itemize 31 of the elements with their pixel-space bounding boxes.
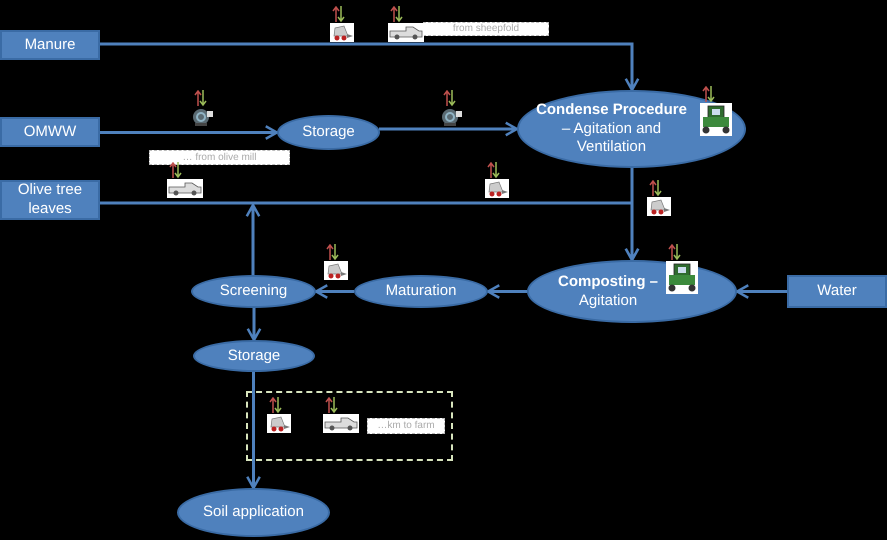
node-label: Condense Procedure – Agitation and Ventilation [535, 100, 688, 158]
process-box [0, 117, 100, 147]
note-box [367, 418, 445, 434]
node-label: …km to farm [377, 421, 435, 431]
process-box [0, 180, 100, 220]
node-label: Manure [24, 36, 76, 54]
node-label: Olive tree leaves [16, 181, 84, 219]
node-label: Screening [220, 282, 288, 301]
arrow [100, 42, 640, 92]
node-label: Storage [302, 123, 355, 142]
node-label: from sheepfold [452, 24, 520, 34]
note-box [423, 22, 549, 36]
arrow [624, 168, 640, 262]
node-label: Soil application [203, 503, 304, 522]
node-label: Water [817, 282, 857, 301]
arrow [486, 284, 527, 299]
node-label: Storage [228, 346, 280, 366]
node-label: … from olive mill [182, 152, 256, 162]
arrow [378, 122, 518, 136]
process-box [787, 275, 887, 308]
arrow [314, 284, 354, 299]
arrow [246, 372, 261, 490]
arrow [736, 284, 787, 299]
node-label: Composting – Agitation [557, 272, 659, 310]
process-box [0, 30, 100, 60]
arrow [100, 125, 278, 140]
note-box [149, 150, 290, 165]
arrow [246, 308, 262, 342]
node-label: OMWW [24, 122, 76, 142]
node-label: Maturation [386, 282, 456, 301]
arrow [246, 204, 260, 275]
